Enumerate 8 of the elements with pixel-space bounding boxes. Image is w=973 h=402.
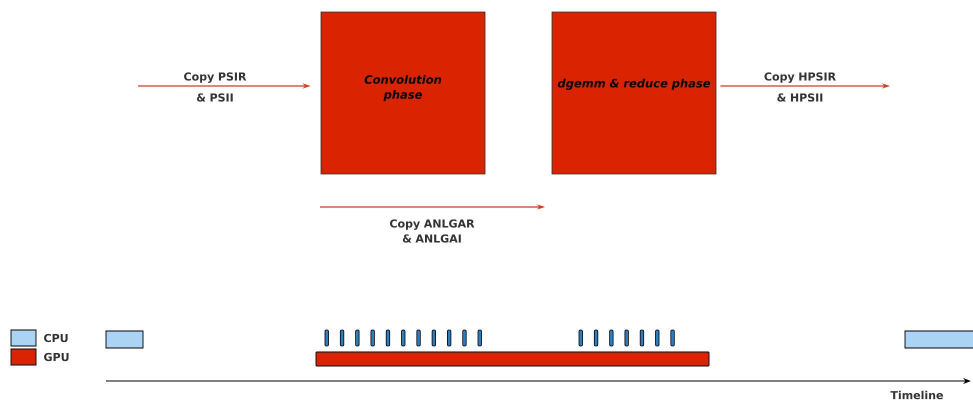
legend-label: GPU [44, 352, 69, 362]
edge-label: Copy HPSIR & HPSII [764, 72, 836, 102]
axis-label: Timeline [890, 390, 943, 400]
phase-box: dgemm & reduce phase [552, 12, 716, 174]
legend-label: CPU [44, 334, 68, 342]
phase-box: Convolution phase [320, 12, 486, 174]
edge-label: Copy PSIR & PSII [184, 72, 246, 102]
note-label: Copy ANLGAR & ANLGAI [390, 219, 474, 243]
